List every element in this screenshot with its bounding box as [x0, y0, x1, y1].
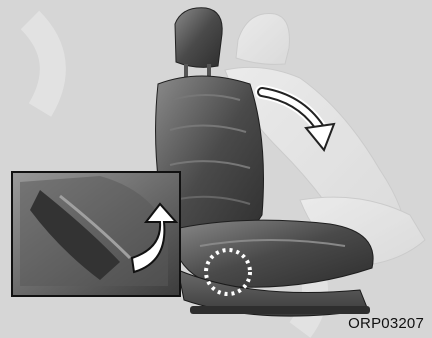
headrest — [174, 7, 223, 78]
dotted-circle-icon — [204, 248, 252, 296]
ghost-seatback — [224, 13, 426, 267]
figure-code: ORP03207 — [348, 315, 424, 332]
lever-detail-inset — [11, 171, 181, 297]
seatback — [155, 75, 264, 250]
lever-arrow-icon — [130, 202, 179, 274]
seat-cushion — [169, 219, 374, 288]
curved-arrow-icon — [255, 85, 336, 152]
seat-base — [177, 269, 370, 317]
